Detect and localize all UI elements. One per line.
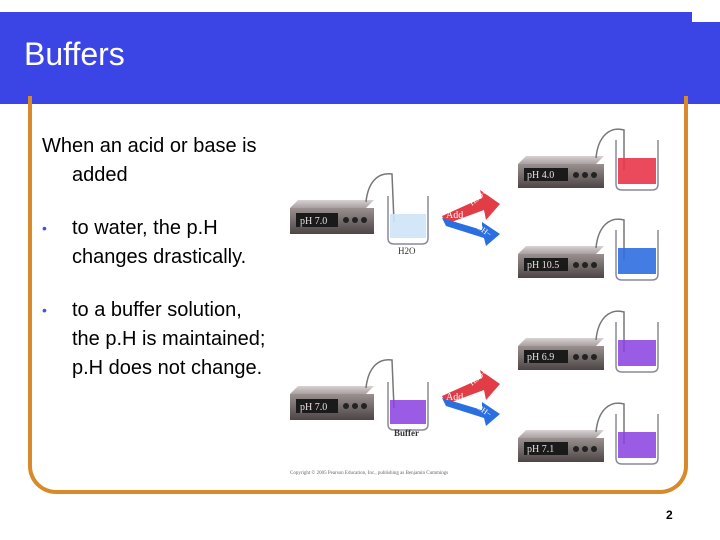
buffer-meter: pH 7.0 [290,386,374,420]
bullet-item-water: • to water, the p.H changes drastically. [42,214,272,272]
buffer-figure: pH 7.0 H2O Add H3O+ OH− pH 7.0 Buffer Ad… [290,128,659,476]
water-result-base: pH 10.5 [518,218,659,281]
content-frame [28,96,688,494]
buffer-add-label: Add [446,392,463,403]
water-electrode-cable [365,173,395,223]
slide-title: Buffers [24,36,125,72]
water-add-label: Add [446,210,463,221]
bullet-icon: • [42,302,47,318]
intro-text: When an acid or base is added [42,135,257,186]
title-underline [0,104,636,109]
bullet-text: to water, the p.H changes drastically. [72,217,247,268]
title-bar-notch [692,12,720,22]
figure-copyright: Copyright © 2005 Pearson Education, Inc.… [290,470,448,476]
buffer-result-acid-reading: pH 6.9 [527,352,554,363]
water-label: H2O [398,246,416,256]
water-result-acid: pH 4.0 [518,128,659,191]
buffer-label: Buffer [394,428,419,438]
buffer-add-arrows: Add H3O+ OH− [442,367,500,426]
buffer-meter-reading: pH 7.0 [300,402,327,413]
buffer-electrode-cable [365,359,395,409]
water-result-acid-reading: pH 4.0 [527,170,554,181]
water-meter: pH 7.0 [290,200,374,234]
bullet-item-buffer: • to a buffer solution, the p.H is maint… [42,296,272,383]
title-bar: Buffers [0,12,720,109]
water-beaker [387,196,429,245]
buffer-result-base-reading: pH 7.1 [527,444,554,455]
bullet-icon: • [42,220,47,236]
page-number: 2 [666,508,673,522]
buffer-result-base: pH 7.1 [518,402,659,465]
buffer-beaker [387,382,429,431]
water-result-base-reading: pH 10.5 [527,260,559,271]
slide-body: When an acid or base is added • to water… [42,132,272,383]
bullet-text: to a buffer solution, the p.H is maintai… [72,299,266,379]
buffer-result-acid: pH 6.9 [518,310,659,373]
water-meter-reading: pH 7.0 [300,216,327,227]
water-add-arrows: Add H3O+ OH− [442,187,500,246]
